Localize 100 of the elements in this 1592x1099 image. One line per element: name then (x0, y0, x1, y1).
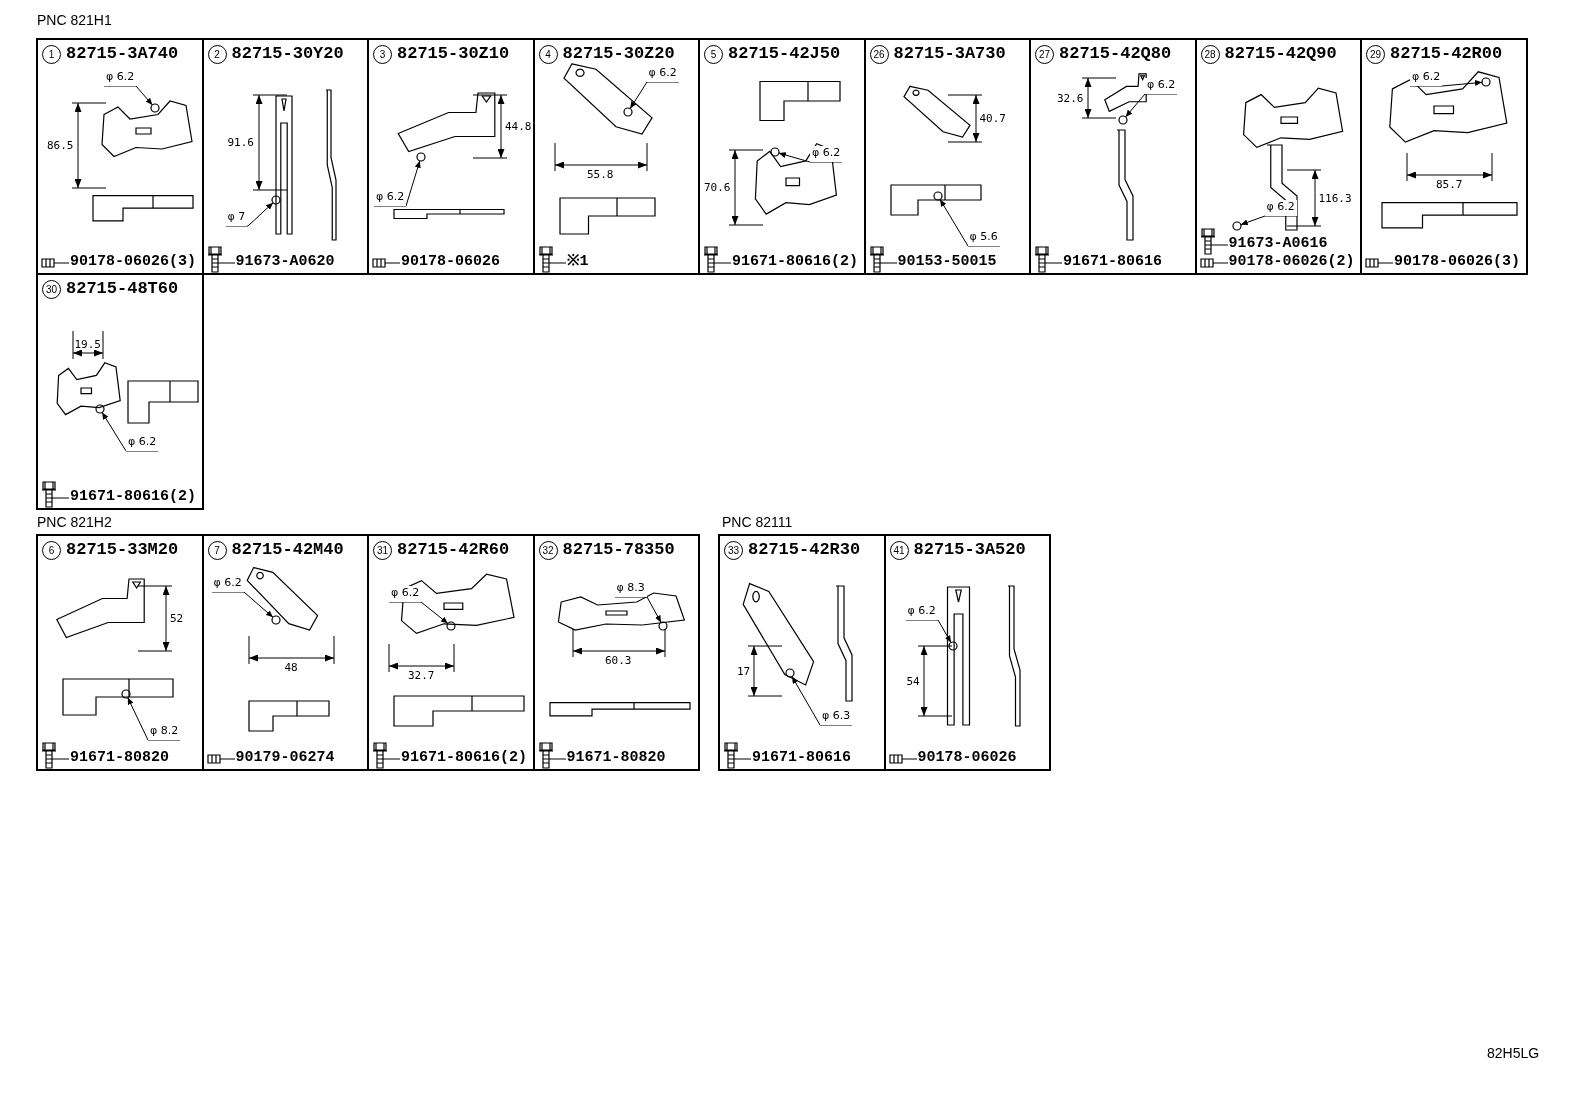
leader-line (373, 160, 421, 207)
hole-diameter-label: φ 6.2 (1264, 200, 1297, 216)
part-cell (718, 534, 886, 771)
part-number: 82715-30Z20 (562, 43, 675, 65)
hole-diameter-label: φ 6.2 (104, 70, 137, 86)
dimension-text: 60.3 (605, 654, 632, 667)
part-cell (863, 38, 1031, 275)
fastener-part-number: 90153-50015 (897, 253, 997, 271)
hole-diameter-label: φ 5.6 (967, 230, 1000, 246)
hole-diameter-label: φ 8.2 (148, 724, 181, 740)
dimension-text: 116.3 (1318, 191, 1352, 205)
part-number: 82715-3A740 (66, 43, 179, 65)
part-cell (201, 534, 369, 771)
leader-line (225, 202, 274, 227)
fastener-part-number: 91673-A0616 (1228, 235, 1328, 253)
dimension-text: 85.7 (1436, 178, 1463, 191)
part-number: 82715-30Z10 (397, 43, 510, 65)
hole-diameter-label: φ 6.3 (820, 709, 853, 725)
fastener-part-number: 91671-80820 (70, 749, 170, 767)
dimension-text: 54 (906, 674, 920, 688)
part-number: 82715-3A730 (893, 43, 1006, 65)
dimension-text: 19.5 (74, 338, 101, 351)
part-cell (532, 534, 700, 771)
hole-diameter-label: φ 6.2 (1145, 78, 1178, 94)
fastener-part-number: 91671-80616 (752, 749, 852, 767)
part-number: 82715-30Y20 (231, 43, 344, 65)
section-heading: PNC 82111 (722, 514, 793, 530)
fastener-part-number: 90178-06026(2) (1228, 253, 1355, 271)
hole-diameter-label: φ 7 (225, 210, 248, 226)
part-cell (883, 534, 1051, 771)
fastener-part-number: 90178-06026(3) (1394, 253, 1521, 271)
part-cell (367, 534, 535, 771)
leader-line (103, 85, 153, 106)
part-cell (201, 38, 369, 275)
fastener-part-number: 91673-A0620 (235, 253, 335, 271)
leader-line (1125, 93, 1178, 118)
part-number: 82715-33M20 (66, 539, 179, 561)
part-cell (698, 38, 866, 275)
section-heading: PNC 821H2 (37, 514, 112, 530)
leader-line (778, 152, 843, 163)
dimension-text: 52 (170, 612, 184, 625)
part-cell (367, 38, 535, 275)
hole-diameter-label: φ 8.3 (614, 581, 647, 597)
fastener-part-number: 91671-80616(2) (732, 253, 859, 271)
fastener-part-number: 91671-80616(2) (401, 749, 528, 767)
part-number: 82715-42M40 (231, 539, 344, 561)
hole-diameter-label: φ 6.2 (1410, 70, 1443, 86)
dimension-text: 48 (284, 661, 298, 674)
hole-diameter-label: φ 6.2 (211, 576, 244, 592)
leader-line (388, 601, 449, 624)
hole-diameter-label: φ 6.2 (374, 190, 407, 206)
part-cell (1194, 38, 1362, 275)
leader-line (127, 697, 181, 741)
part-number: 82715-78350 (562, 539, 675, 561)
leader-line (939, 198, 1000, 247)
dimension-text: 40.7 (979, 112, 1006, 125)
dimension-text: 70.6 (704, 181, 731, 194)
fastener-part-number: 90178-06026 (917, 749, 1017, 767)
leader-line (1239, 215, 1297, 226)
hole-diameter-label: φ 6.2 (126, 435, 159, 451)
leader-line (905, 619, 951, 644)
part-number: 82715-42Q80 (1059, 43, 1172, 65)
dimension-text: 91.6 (227, 136, 254, 149)
leader-line (101, 411, 159, 452)
part-cell (36, 534, 204, 771)
hole-diameter-label: φ 6.2 (905, 604, 938, 620)
part-cell (532, 38, 700, 275)
hole-diameter-label: φ 6.2 (389, 586, 422, 602)
dimension-text: 32.6 (1057, 91, 1084, 105)
leader-line (614, 596, 662, 623)
fastener-part-number: 90179-06274 (235, 749, 335, 767)
fastener-part-number: 90178-06026(3) (70, 253, 197, 271)
dimension-text: 55.8 (587, 168, 614, 181)
fastener-part-number: ※1 (566, 253, 589, 271)
part-number: 82715-42R30 (748, 539, 861, 561)
part-number: 82715-3A520 (913, 539, 1026, 561)
part-cell (1029, 38, 1197, 275)
hole-diameter-label: φ 6.2 (646, 66, 679, 82)
leader-line (791, 675, 853, 726)
part-number: 82715-42J50 (728, 43, 841, 65)
part-number: 82715-42R00 (1390, 43, 1503, 65)
part-number: 82715-48T60 (66, 278, 179, 300)
drawing-code: 82H5LG (1487, 1045, 1540, 1061)
dimension-text: 32.7 (408, 669, 435, 682)
leader-line (1409, 80, 1483, 87)
dimension-text: 86.5 (47, 139, 74, 152)
hole-diameter-label: φ 6.2 (810, 146, 843, 162)
part-cell (1360, 38, 1528, 275)
part-number: 82715-42Q90 (1224, 43, 1337, 65)
fastener-part-number: 90178-06026 (401, 253, 501, 271)
dimension-text: 44.8 (505, 120, 532, 133)
fastener-part-number: 91671-80616(2) (70, 488, 197, 506)
fastener-part-number: 91671-80616 (1063, 253, 1163, 271)
part-number: 82715-42R60 (397, 539, 510, 561)
part-cell (36, 38, 204, 275)
part-cell (36, 273, 204, 510)
section-heading: PNC 821H1 (37, 12, 112, 28)
dimension-text: 17 (737, 664, 751, 678)
fastener-part-number: 91671-80820 (566, 749, 666, 767)
leader-line (629, 81, 679, 110)
